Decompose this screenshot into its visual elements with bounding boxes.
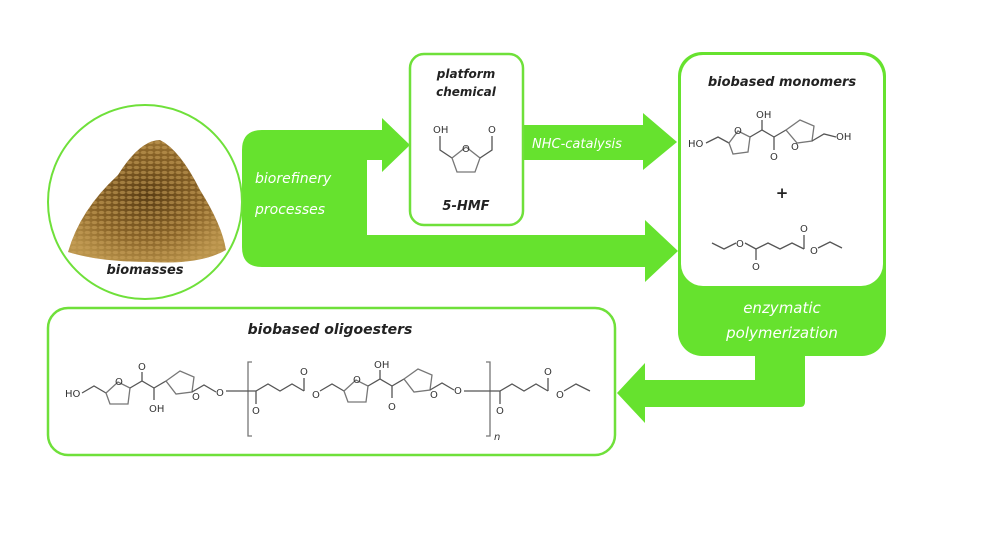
atom-o: O [430,390,438,401]
monomers-title: biobased monomers [708,75,857,90]
furoin-structure: HO O OH O O OH [688,110,851,163]
atom-o: O [454,386,462,397]
atom-o: O [216,388,224,399]
atom-oh: OH [374,360,389,371]
biorefinery-arrow-block: biorefinery processes [242,118,678,282]
biorefinery-arrows [242,118,678,282]
enzymatic-label: enzymatic [743,299,821,317]
atom-o: O [300,367,308,378]
oligoesters-node: biobased oligoesters HO O O OH O O O O O [46,306,617,457]
atom-o: O [115,377,123,388]
platform-title-1: platform [436,67,495,81]
platform-title-2: chemical [436,85,497,99]
atom-oh: OH [756,110,771,121]
atom-o: O [388,402,396,413]
monomers-inner-box [681,55,883,286]
diethyl-succinate-structure: O O O O [711,224,843,273]
atom-oh: OH [433,125,448,136]
atom-ho: HO [65,389,81,400]
nhc-catalysis-arrow: NHC-catalysis [523,113,677,170]
atom-oh-end: OH [836,132,851,143]
atom-o: O [496,406,504,417]
hmf-structure: OH O O [433,125,496,173]
oligoesters-box [46,306,617,457]
atom-ho: HO [688,139,704,150]
atom-o: O [138,362,146,373]
monomers-node: biobased monomers HO O OH O O OH + O O [617,52,886,423]
nhc-catalysis-label: NHC-catalysis [532,137,622,152]
bracket-right [486,361,491,437]
oligoesters-title: biobased oligoesters [248,322,413,338]
atom-o: O [800,224,808,235]
oligoester-structure: HO O O OH O O O O O O OH [65,360,591,443]
repeat-subscript: n [494,432,500,443]
biomasses-label: biomasses [106,263,183,278]
platform-box [408,52,525,227]
platform-node: platform chemical OH O O 5-HMF [408,52,525,227]
atom-oh: OH [149,404,164,415]
atom-o-ketone: O [770,152,778,163]
return-arrow [617,350,805,423]
atom-o: O [556,390,564,401]
atom-o-ring: O [462,144,470,155]
atom-o: O [192,392,200,403]
atom-o: O [752,262,760,273]
atom-o-ring: O [791,142,799,153]
atom-o: O [353,375,361,386]
atom-o: O [734,126,742,137]
atom-o: O [736,239,744,250]
atom-o: O [252,406,260,417]
bracket-left [247,361,252,437]
atom-o: O [810,246,818,257]
atom-o: O [544,367,552,378]
polymerization-label: polymerization [725,324,838,342]
atom-o-aldehyde: O [488,125,496,136]
nhc-arrow-shape [523,113,677,170]
grain-pile-image [68,140,226,263]
hmf-label: 5-HMF [442,199,489,214]
atom-o: O [312,390,320,401]
biorefinery-label: biorefinery [255,171,332,187]
plus-sign: + [776,184,789,202]
biomasses-node: biomasses [47,104,243,300]
processes-label: processes [254,202,325,218]
